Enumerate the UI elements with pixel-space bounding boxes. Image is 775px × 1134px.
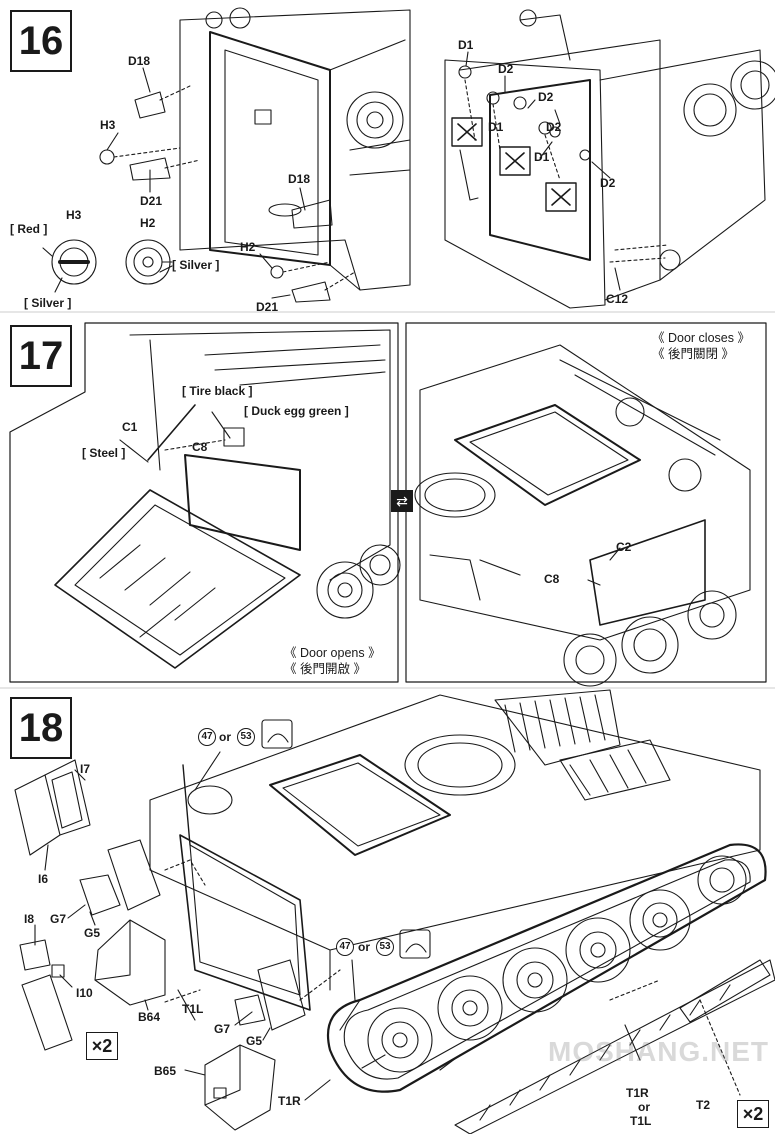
part-label-g7: G7	[214, 1022, 231, 1036]
or-word: or	[358, 940, 370, 954]
part-label-d18: D18	[128, 54, 151, 68]
part-number-47: 47	[336, 938, 354, 956]
caption-door-closes: 《 Door closes 》	[652, 331, 750, 345]
part-label-c1: C1	[122, 420, 138, 434]
part-number-53: 53	[237, 728, 255, 746]
part-label-b64: B64	[138, 1010, 161, 1024]
part-label-b65: B65	[154, 1064, 177, 1078]
quantity-x2-badge: ×2	[86, 1032, 118, 1060]
step17-left-drawing	[54, 329, 401, 669]
caption-door-opens: 《 Door opens 》	[284, 646, 381, 660]
step18-small-parts	[14, 719, 431, 1131]
step17-left-frame	[9, 322, 399, 683]
part-number-53: 53	[376, 938, 394, 956]
part-label-d21: D21	[256, 300, 279, 314]
part-label-t1r-alt: T1R	[626, 1086, 649, 1100]
part-label-t1l: T1L	[182, 1002, 204, 1016]
step-number-16: 16	[10, 10, 72, 72]
step16-left-hull	[99, 7, 411, 303]
paint-label-steel: [ Steel ]	[82, 446, 126, 460]
part-label-d1: D1	[488, 120, 504, 134]
no-glue-symbols	[451, 117, 577, 212]
paint-label-silver: [ Silver ]	[172, 258, 220, 272]
step-number-17: 17	[10, 325, 72, 387]
caption-door-opens-cn: 《 後門開啟 》	[284, 662, 366, 676]
part-label-t1r: T1R	[278, 1094, 301, 1108]
part-label-c8: C8	[544, 572, 560, 586]
part-label-c12: C12	[606, 292, 629, 306]
part-label-d2: D2	[600, 176, 616, 190]
part-label-g5: G5	[84, 926, 101, 940]
swap-arrows-icon: ⇄	[391, 490, 413, 512]
part-label-d21: D21	[140, 194, 163, 208]
part-label-g5: G5	[246, 1034, 263, 1048]
step16-right-hull	[444, 9, 775, 309]
part-label-c8: C8	[192, 440, 208, 454]
part-label-i7: I7	[80, 762, 91, 776]
part-label-h3: H3	[100, 118, 116, 132]
watermark: MOSHANG.NET	[548, 1036, 769, 1067]
part-label-d18: D18	[288, 172, 311, 186]
step17-right-drawing	[414, 344, 751, 687]
part-label-t1l-alt: T1L	[630, 1114, 652, 1128]
step18-hull	[149, 689, 761, 1011]
step-number-18: 18	[10, 697, 72, 759]
part-label-h2: H2	[140, 216, 156, 230]
part-label-g7: G7	[50, 912, 67, 926]
step18-tracks	[326, 843, 767, 1093]
part-label-i6: I6	[38, 872, 49, 886]
part-label-i10: I10	[76, 986, 93, 1000]
paint-label-red: [ Red ]	[10, 222, 48, 236]
part-number-47: 47	[198, 728, 216, 746]
part-label-t2: T2	[696, 1098, 711, 1112]
step18-track-link-parts	[454, 959, 775, 1134]
part-label-i8: I8	[24, 912, 35, 926]
part-label-h2: H2	[240, 240, 256, 254]
or-word: or	[638, 1100, 650, 1114]
part-label-d2: D2	[538, 90, 554, 104]
part-label-d1: D1	[458, 38, 474, 52]
caption-door-closes-cn: 《 後門關閉 》	[652, 347, 734, 361]
paint-label-duck-egg-green: [ Duck egg green ]	[244, 404, 349, 418]
part-label-d2: D2	[498, 62, 514, 76]
part-label-d2: D2	[546, 120, 562, 134]
paint-label-silver: [ Silver ]	[24, 296, 72, 310]
part-label-d1: D1	[534, 150, 550, 164]
step16-paint-callouts	[42, 239, 173, 293]
part-label-c2: C2	[616, 540, 632, 554]
quantity-x2-badge: ×2	[737, 1100, 769, 1128]
or-word: or	[219, 730, 231, 744]
paint-label-tire-black: [ Tire black ]	[182, 384, 253, 398]
part-label-h3: H3	[66, 208, 82, 222]
